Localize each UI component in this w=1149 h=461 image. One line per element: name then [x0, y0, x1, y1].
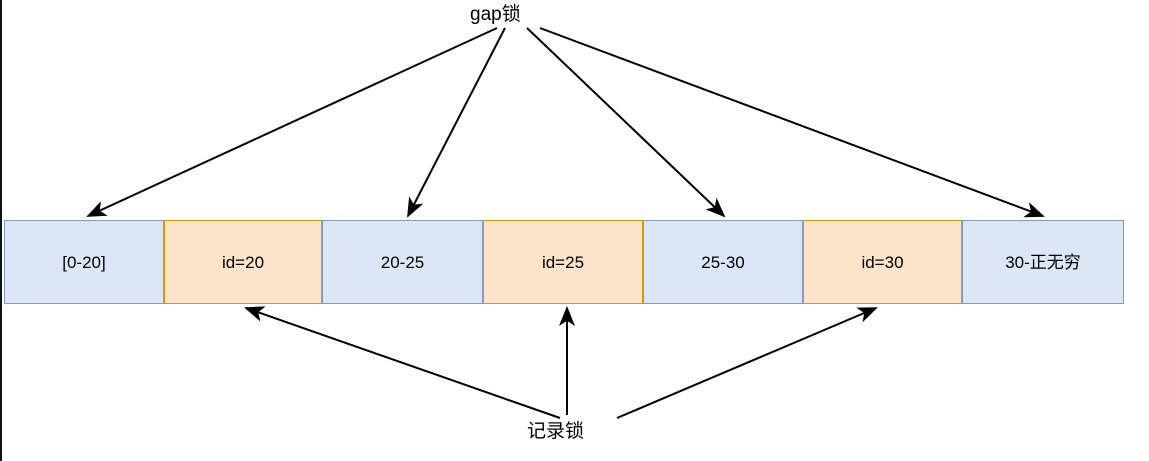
segment-gap-6: 30-正无穷: [962, 220, 1124, 304]
segment-label: id=30: [861, 252, 904, 272]
segment-label: 30-正无穷: [1005, 252, 1081, 272]
gap-arrow-0: [86, 27, 498, 217]
segment-label: 25-30: [701, 252, 745, 272]
gap-arrow-3: [539, 27, 1045, 218]
gap-lock-arrows: [86, 27, 1045, 218]
segment-gap-0: [0-20]: [4, 220, 164, 304]
segment-gap-4: 25-30: [643, 220, 803, 304]
gap-arrow-2: [526, 27, 726, 218]
segment-record-3: id=25: [483, 220, 643, 304]
record-lock-label: 记录锁: [527, 421, 585, 442]
page-edge-line: [0, 0, 2, 461]
record-arrow-2: [616, 307, 878, 419]
gap-arrow-1: [407, 27, 506, 218]
segment-label: id=25: [541, 252, 585, 272]
record-arrow-0: [244, 306, 561, 419]
gap-lock-label: gap锁: [470, 4, 521, 25]
segment-record-1: id=20: [164, 220, 322, 304]
segment-gap-2: 20-25: [322, 220, 483, 304]
segment-label: id=20: [221, 252, 265, 272]
segment-record-5: id=30: [803, 220, 962, 304]
index-range-bar: [0-20] id=20 20-25 id=25 25-30 id=30 30-正无穷: [4, 220, 1124, 304]
segment-label: [0-20]: [62, 252, 106, 272]
segment-label: 20-25: [380, 252, 425, 272]
record-lock-arrows: [244, 306, 878, 419]
